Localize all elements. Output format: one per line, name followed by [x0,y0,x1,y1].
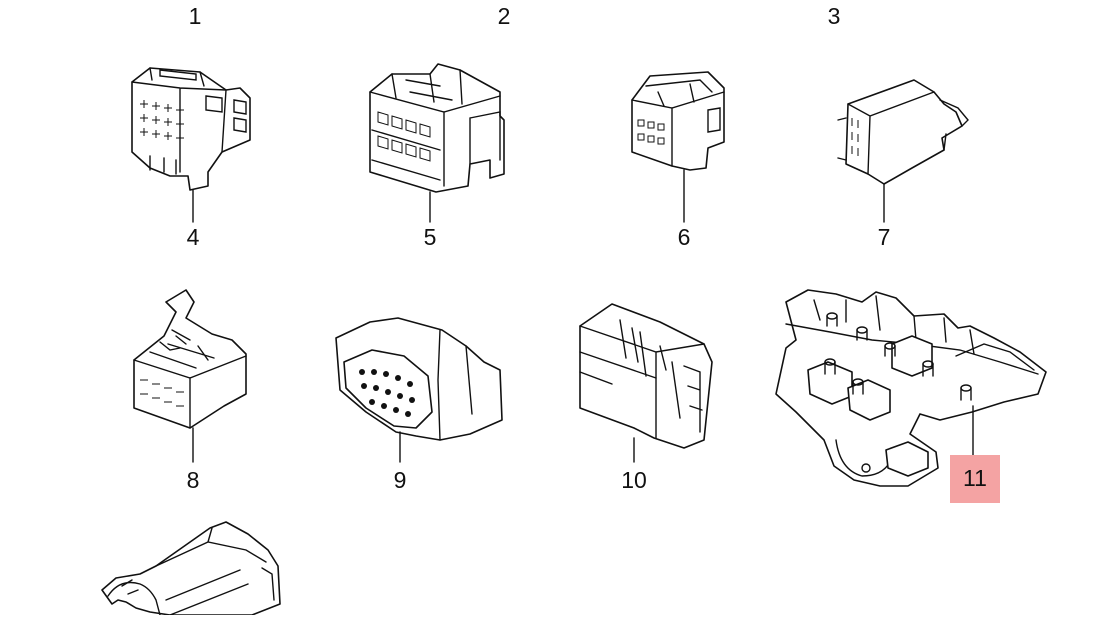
callout-7[interactable]: 7 [877,224,891,250]
callout-9[interactable]: 9 [393,467,407,493]
callout-8[interactable]: 8 [186,467,200,493]
part-9-connector[interactable] [335,317,503,463]
part-12-hood[interactable] [101,521,281,616]
callout-4[interactable]: 4 [186,224,200,250]
callout-3[interactable]: 3 [827,3,841,29]
callout-6[interactable]: 6 [677,224,691,250]
callout-2[interactable]: 2 [497,3,511,29]
part-5-connector[interactable] [369,63,505,223]
callout-11-highlight [950,455,1000,503]
part-4-connector[interactable] [131,67,251,223]
part-8-connector[interactable] [133,289,247,463]
part-6-connector[interactable] [631,71,725,223]
part-10-connector[interactable] [579,303,713,463]
part-11-bracket[interactable] [775,289,1047,487]
callout-10[interactable]: 10 [621,467,647,493]
part-7-connector[interactable] [837,79,969,223]
callout-11[interactable]: 11 [963,465,987,491]
callout-1[interactable]: 1 [188,3,202,29]
callout-5[interactable]: 5 [423,224,437,250]
